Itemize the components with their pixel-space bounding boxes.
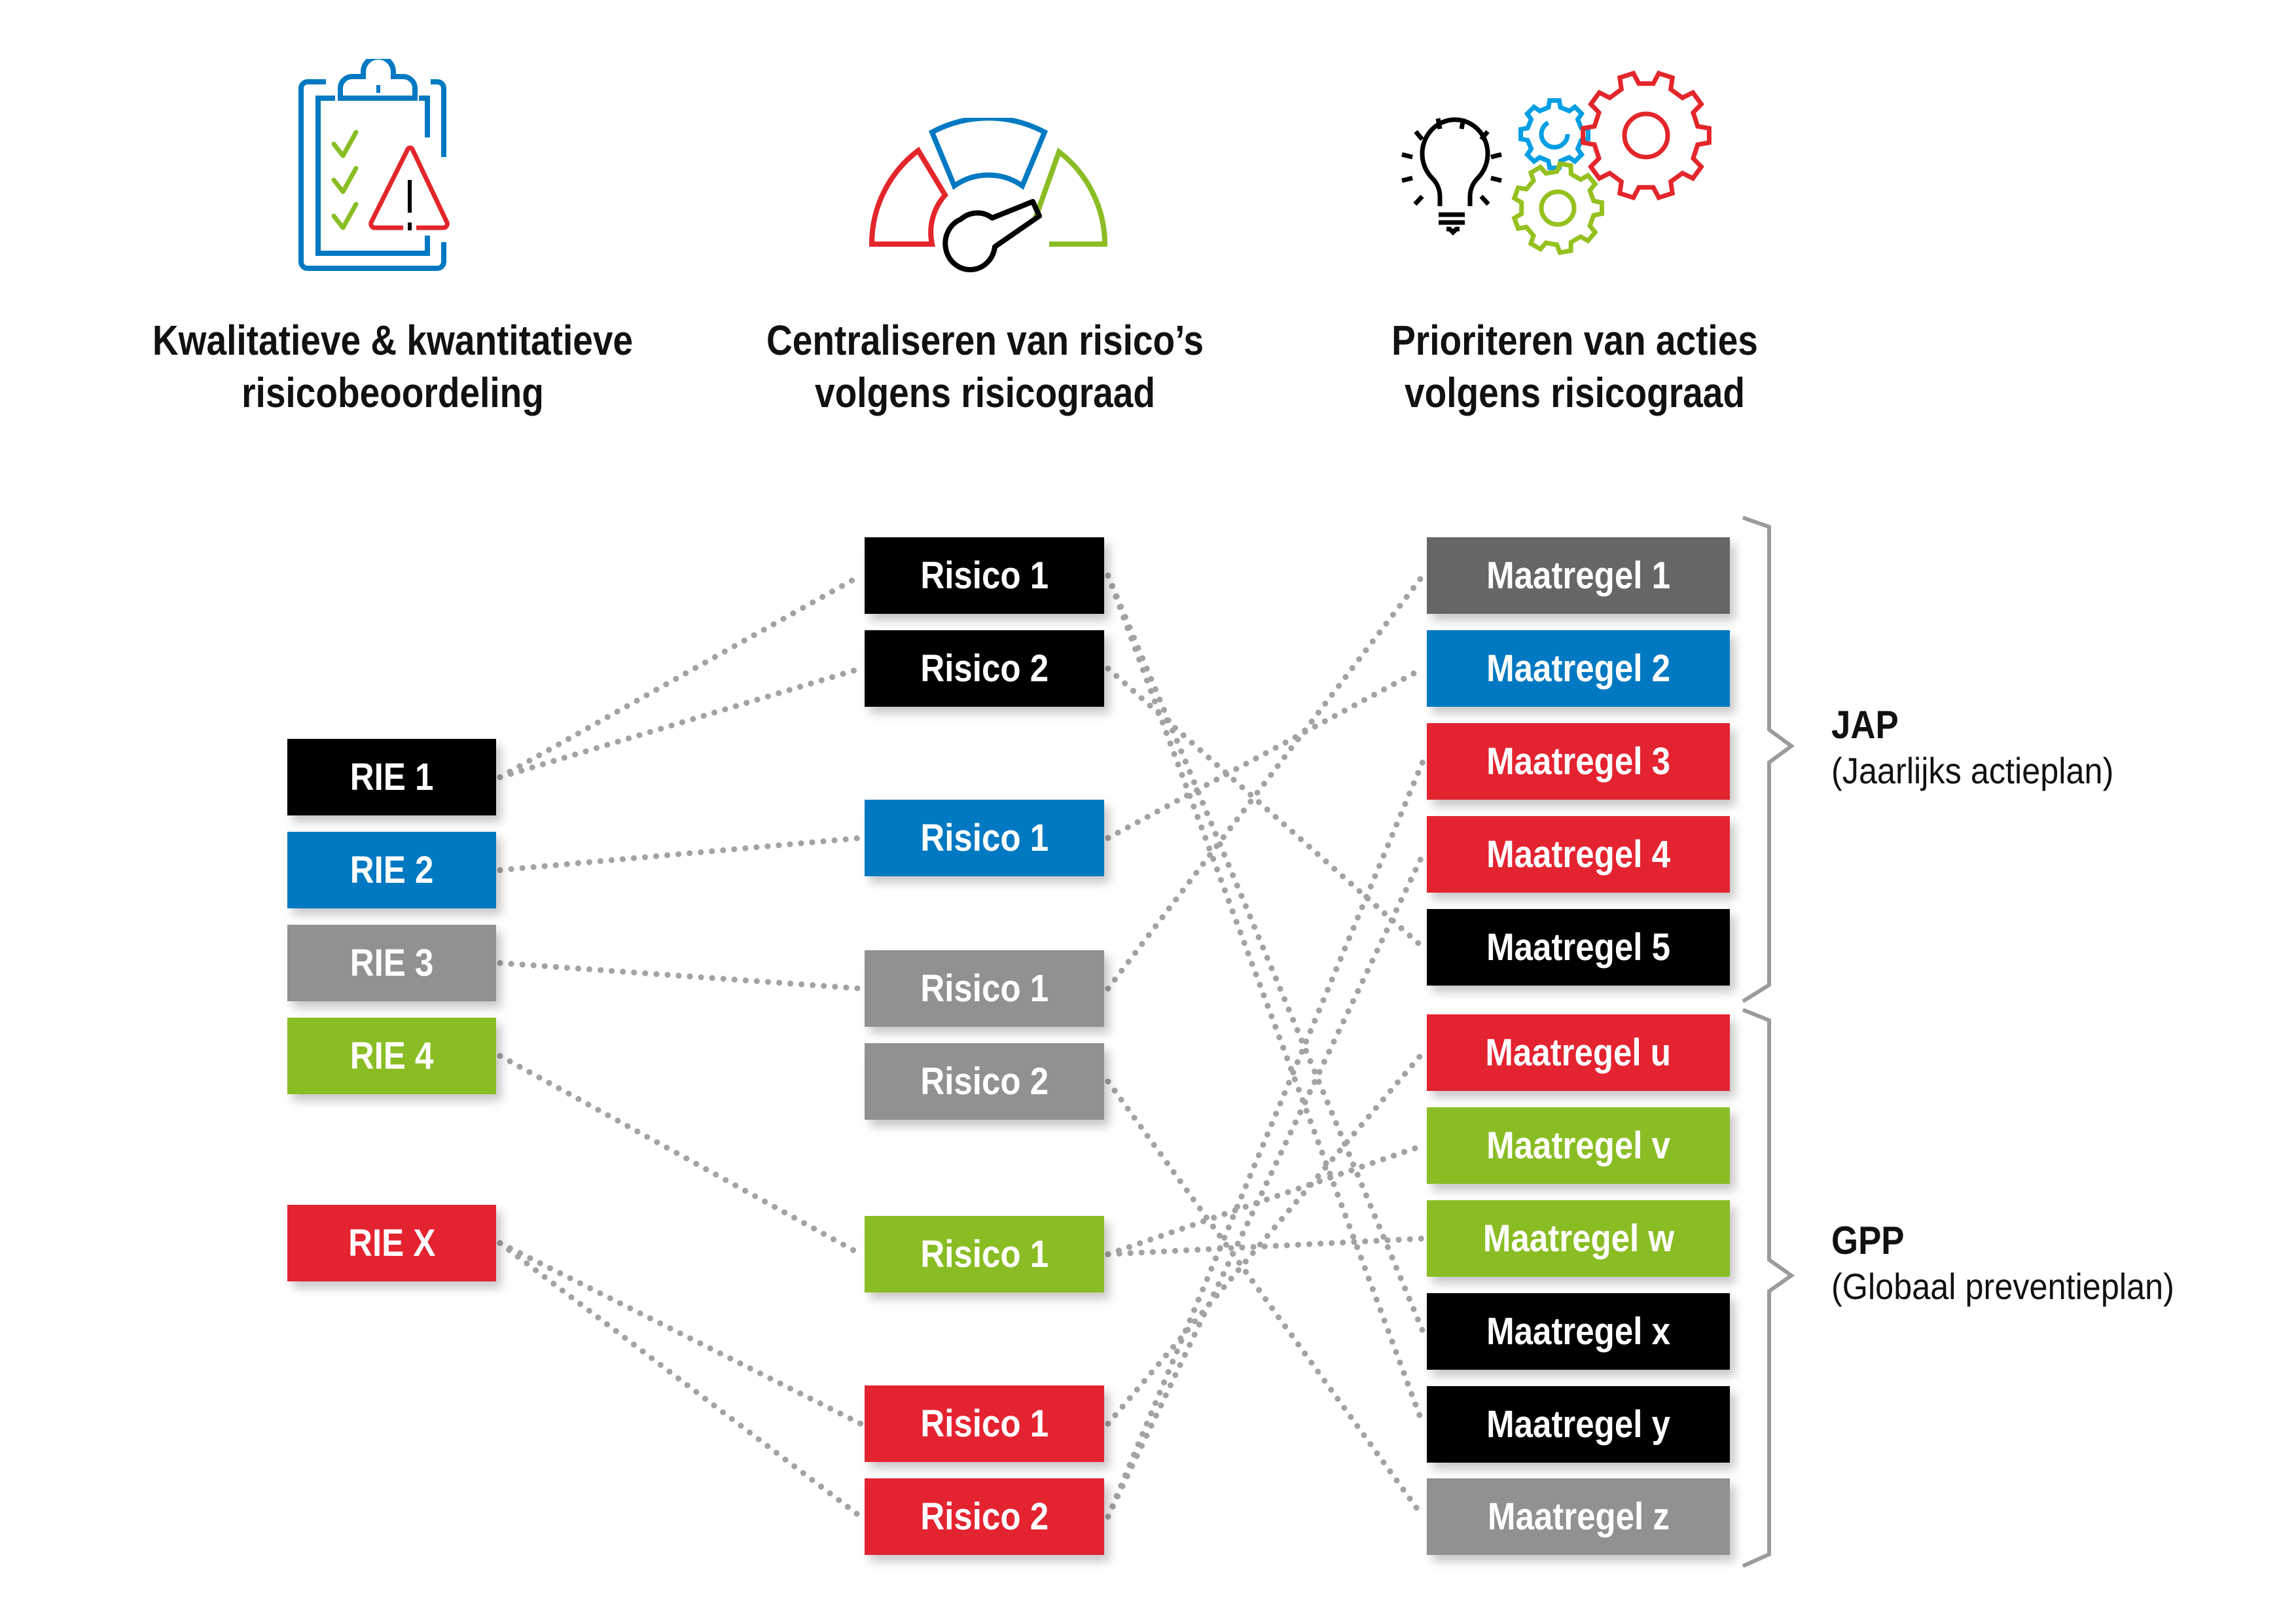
title-line: Centraliseren van risico’s <box>766 317 1204 364</box>
connector-line <box>1105 851 1426 1520</box>
measure-box[interactable]: Maatregel u <box>1427 1014 1730 1091</box>
clipboard-warning-icon <box>298 59 450 271</box>
box-label: RIE 4 <box>350 1035 434 1077</box>
group-full-name: (Jaarlijks actieplan) <box>1831 750 2114 791</box>
title-line: volgens risicograad <box>1404 369 1746 416</box>
connector-line <box>497 573 864 780</box>
connector-line <box>1105 573 1426 1334</box>
box-label: RIE 2 <box>350 849 434 891</box>
box-label: Maatregel y <box>1486 1403 1670 1446</box>
bracket-gpp <box>1742 1008 1795 1568</box>
connector-line <box>497 666 864 780</box>
box-label: Maatregel v <box>1486 1124 1670 1167</box>
connector-line <box>1105 1050 1426 1427</box>
connector-line <box>1105 1143 1426 1257</box>
measure-box[interactable]: Maatregel 4 <box>1427 816 1730 893</box>
box-label: Risico 1 <box>920 554 1049 597</box>
box-label: Maatregel 1 <box>1486 554 1670 597</box>
lightbulb-gears-icon <box>1401 70 1712 255</box>
measure-box[interactable]: Maatregel 3 <box>1427 723 1730 800</box>
connector-line <box>1105 666 1426 950</box>
connector-line <box>1105 666 1426 841</box>
column-title-centralize: Centraliseren van risico’s volgens risic… <box>704 314 1266 419</box>
title-line: risicobeoordeling <box>242 369 544 416</box>
risk-box[interactable]: Risico 1 <box>865 800 1104 876</box>
box-label: RIE 3 <box>350 942 434 984</box>
title-line: Prioriteren van acties <box>1391 317 1758 364</box>
column-title-assessment: Kwalitatieve & kwantitatieve risicobeoor… <box>111 314 674 419</box>
box-label: Risico 1 <box>920 817 1049 859</box>
gear-green-icon <box>1511 161 1604 255</box>
risk-box[interactable]: Risico 1 <box>865 1385 1104 1462</box>
risk-box[interactable]: Risico 2 <box>865 1043 1104 1120</box>
title-line: Kwalitatieve & kwantitatieve <box>152 317 634 364</box>
measure-box[interactable]: Maatregel 1 <box>1427 537 1730 614</box>
measure-box[interactable]: Maatregel 5 <box>1427 909 1730 986</box>
box-label: Maatregel 3 <box>1486 740 1670 783</box>
group-label-jap: JAP (Jaarlijks actieplan) <box>1831 703 2145 794</box>
box-label: Risico 2 <box>920 647 1049 690</box>
risk-box[interactable]: Risico 2 <box>865 1478 1104 1555</box>
box-label: Maatregel 4 <box>1486 833 1670 876</box>
connector-line <box>1105 573 1426 991</box>
risk-box[interactable]: Risico 1 <box>865 537 1104 614</box>
box-label: Maatregel 5 <box>1486 926 1670 969</box>
gauge-icon <box>869 118 1108 273</box>
connector-line <box>497 835 864 873</box>
box-label: Risico 1 <box>920 1402 1049 1445</box>
risk-box[interactable]: Risico 2 <box>865 630 1104 707</box>
connector-line <box>1105 1079 1426 1520</box>
box-label: Risico 1 <box>920 967 1049 1010</box>
rie-box[interactable]: RIE 3 <box>287 925 496 1001</box>
box-label: Risico 2 <box>920 1060 1049 1103</box>
rie-box[interactable]: RIE 2 <box>287 832 496 908</box>
rie-box[interactable]: RIE X <box>287 1205 496 1281</box>
gear-red-icon <box>1581 70 1712 201</box>
group-abbr: GPP <box>1831 1219 1905 1262</box>
group-full-name: (Globaal preventieplan) <box>1831 1266 2174 1307</box>
box-label: RIE X <box>348 1222 436 1264</box>
box-label: Maatregel w <box>1482 1217 1674 1260</box>
measure-box[interactable]: Maatregel z <box>1427 1478 1730 1555</box>
measure-box[interactable]: Maatregel y <box>1427 1386 1730 1463</box>
rie-box[interactable]: RIE 1 <box>287 739 496 815</box>
box-label: Maatregel z <box>1487 1495 1670 1538</box>
gear-blue-icon <box>1518 98 1590 170</box>
title-line: volgens risicograad <box>814 369 1156 416</box>
measure-box[interactable]: Maatregel v <box>1427 1107 1730 1184</box>
box-label: Maatregel 2 <box>1486 647 1670 690</box>
connector-line <box>497 960 864 991</box>
bracket-jap <box>1742 516 1795 1003</box>
measure-box[interactable]: Maatregel 2 <box>1427 630 1730 707</box>
box-label: Maatregel u <box>1485 1031 1672 1074</box>
risk-box[interactable]: Risico 1 <box>865 1216 1104 1293</box>
connector-line <box>497 1240 864 1427</box>
risk-box[interactable]: Risico 1 <box>865 950 1104 1027</box>
lightbulb-icon <box>1401 117 1502 236</box>
connector-line <box>497 1240 864 1520</box>
column-title-prioritize: Prioriteren van acties volgens risicogra… <box>1293 314 1856 419</box>
box-label: RIE 1 <box>350 756 434 798</box>
measure-box[interactable]: Maatregel w <box>1427 1200 1730 1277</box>
box-label: Risico 1 <box>920 1233 1049 1275</box>
box-label: Risico 2 <box>920 1495 1049 1538</box>
measure-box[interactable]: Maatregel x <box>1427 1293 1730 1370</box>
group-label-gpp: GPP (Globaal preventieplan) <box>1831 1219 2212 1310</box>
box-label: Maatregel x <box>1486 1310 1670 1353</box>
connector-line <box>1105 1236 1426 1257</box>
connector-line <box>497 1053 864 1257</box>
connector-line <box>1105 758 1426 1520</box>
rie-box[interactable]: RIE 4 <box>287 1018 496 1094</box>
group-abbr: JAP <box>1831 703 1899 747</box>
